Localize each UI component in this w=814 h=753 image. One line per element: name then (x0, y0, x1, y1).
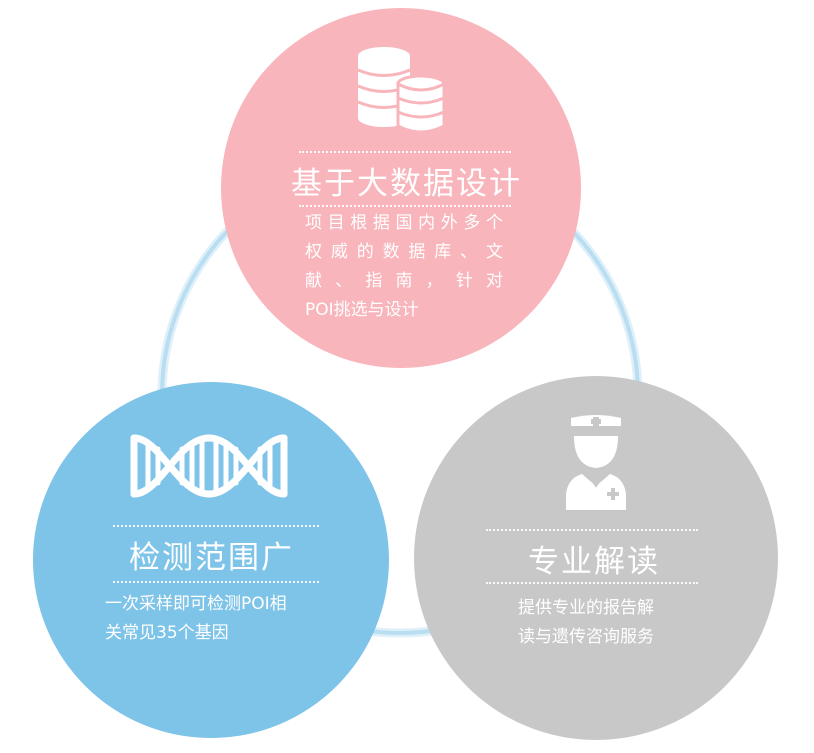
desc-line: 一次采样即可检测POI相 (105, 594, 287, 614)
divider-top (486, 529, 698, 531)
feature-description: 一次采样即可检测POI相 关常见35个基因 (105, 590, 345, 648)
feature-title: 检测范围广 (129, 540, 294, 576)
desc-line: 读与遗传咨询服务 (518, 627, 654, 647)
feature-description: 提供专业的报告解 读与遗传咨询服务 (518, 594, 708, 652)
desc-line: POI挑选与设计 (305, 300, 419, 320)
feature-description: 项目根据国内外多个 权威的数据库、文 献、指南，针对 POI挑选与设计 (305, 209, 503, 325)
feature-circle-coverage: 检测范围广 一次采样即可检测POI相 关常见35个基因 (33, 382, 389, 738)
desc-line: 项目根据国内外多个 (305, 213, 503, 233)
desc-line: 权威的数据库、文 (305, 242, 503, 262)
desc-line: 关常见35个基因 (105, 623, 229, 643)
dna-helix-icon (130, 434, 288, 498)
desc-line: 献、指南，针对 (305, 271, 503, 291)
divider-bottom (299, 205, 511, 207)
divider-bottom (113, 581, 319, 583)
database-coins-icon (357, 47, 446, 134)
nurse-icon (566, 415, 626, 510)
desc-line: 提供专业的报告解 (518, 598, 654, 618)
divider-top (299, 151, 511, 153)
feature-title: 专业解读 (528, 544, 660, 580)
divider-top (113, 525, 319, 527)
divider-bottom (486, 582, 698, 584)
feature-title: 基于大数据设计 (291, 166, 522, 202)
feature-circle-big-data: 基于大数据设计 项目根据国内外多个 权威的数据库、文 献、指南，针对 POI挑选… (221, 8, 581, 368)
feature-circle-expert: 专业解读 提供专业的报告解 读与遗传咨询服务 (414, 376, 778, 740)
